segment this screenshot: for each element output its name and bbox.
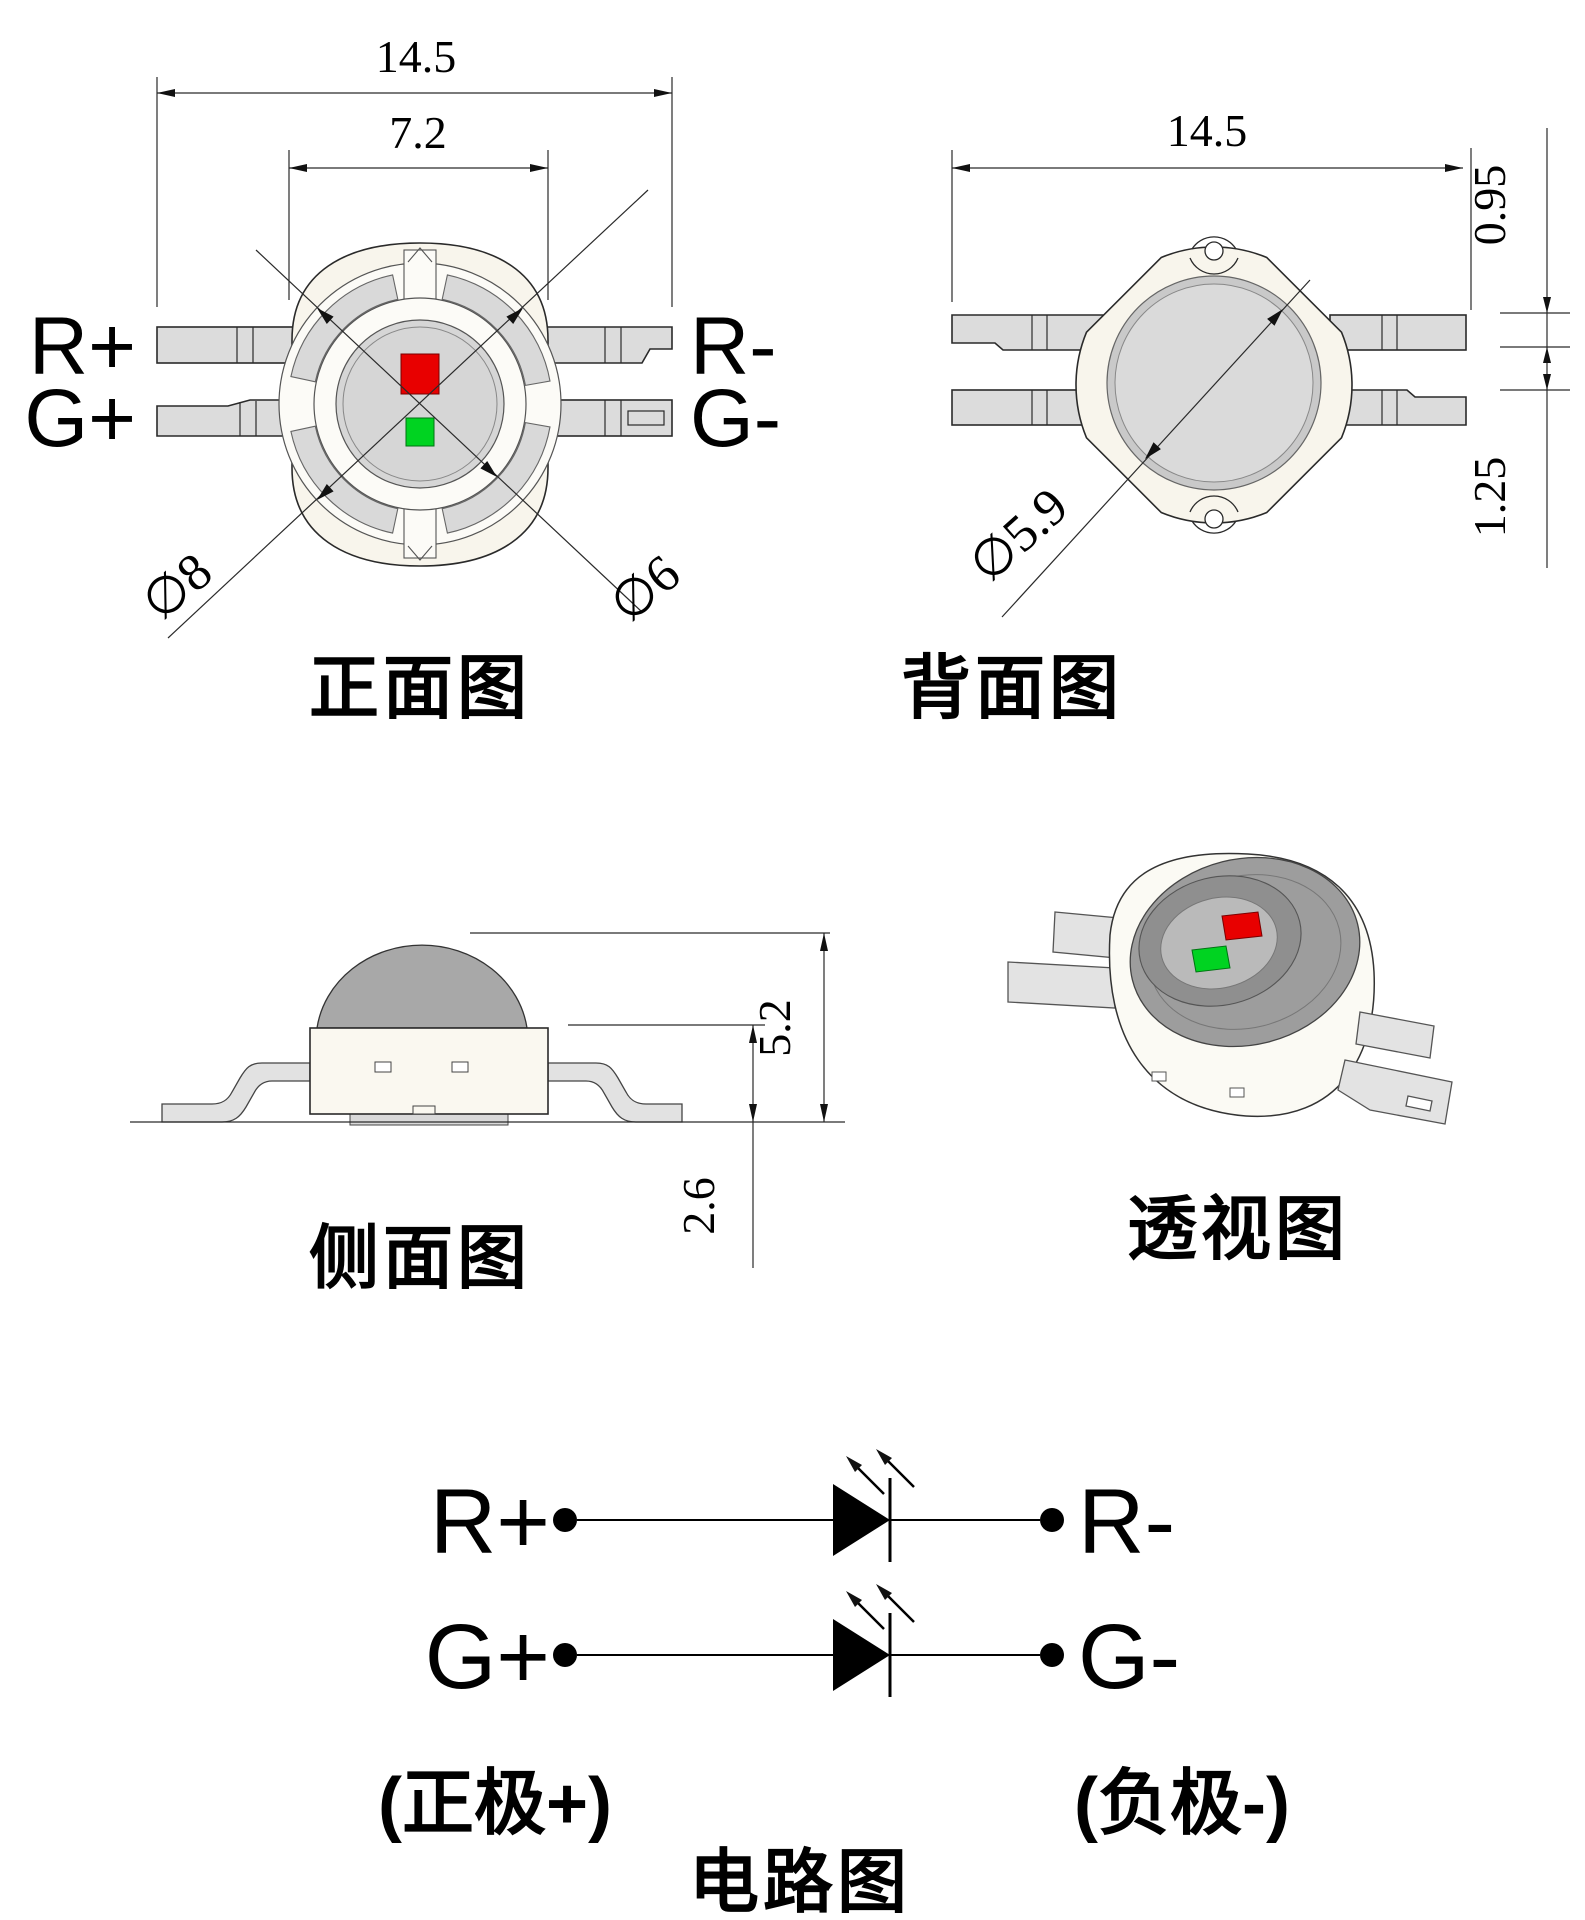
side-dimension-lines	[130, 932, 845, 1268]
circuit-r-anode-label: R+	[430, 1471, 550, 1573]
view-title-circuit: 电路图	[689, 1843, 911, 1920]
green-chip	[405, 417, 435, 447]
mount-ears	[1189, 236, 1239, 534]
view-title-front: 正面图	[309, 649, 531, 727]
heat-slug	[1114, 283, 1314, 483]
red-chip-3d	[1221, 911, 1263, 941]
reflector-petals	[290, 274, 551, 534]
side-slug-bar	[349, 1113, 509, 1126]
front-diameter-leaders	[167, 189, 649, 639]
pin-label-g-minus: G-	[690, 373, 781, 464]
cathode-note: (负极-)	[1074, 1764, 1290, 1844]
front-dimension-lines	[156, 77, 673, 307]
side-view: 5.2 2.6 侧面图	[130, 932, 845, 1297]
side-body-outline	[309, 1027, 549, 1115]
circuit-g-cathode-label: G-	[1078, 1606, 1180, 1708]
led-symbol-green	[833, 1584, 915, 1697]
led-symbol-red	[833, 1449, 915, 1562]
anode-note: (正极+)	[378, 1764, 612, 1844]
view-title-perspective: 透视图	[1127, 1190, 1349, 1268]
side-hole-3d-left	[1151, 1071, 1167, 1082]
body-hole-left	[374, 1061, 392, 1073]
view-title-back: 背面图	[901, 649, 1123, 727]
terminal-dot	[1040, 1508, 1064, 1532]
pin-label-r-plus: R+	[29, 301, 136, 392]
circuit-g-anode-label: G+	[425, 1606, 550, 1708]
perspective-leads-right	[1337, 1011, 1453, 1125]
lead-gap-label: 1.25	[1464, 457, 1515, 538]
body-notch	[412, 1105, 436, 1115]
lead-thickness-label: 0.95	[1464, 165, 1515, 246]
perspective-view: 透视图	[1007, 852, 1453, 1268]
back-dimension-lines	[951, 128, 1570, 568]
terminal-dot	[553, 1643, 577, 1667]
slug-diameter-label: ∅5.9	[959, 478, 1079, 594]
cup-diameter-label: ∅6	[600, 545, 691, 634]
front-inner-width-label: 7.2	[389, 107, 447, 158]
green-chip-3d	[1191, 945, 1231, 973]
red-chip	[400, 353, 440, 395]
terminal-dot	[553, 1508, 577, 1532]
ring-diameter-label: ∅8	[132, 543, 223, 632]
pin-label-r-minus: R-	[690, 301, 777, 392]
side-hole-3d-right	[1229, 1087, 1245, 1098]
front-view: 14.5 7.2	[24, 31, 781, 727]
front-total-width-label: 14.5	[376, 31, 457, 82]
lead-r-minus	[534, 326, 673, 364]
body-height-label: 2.6	[673, 1177, 724, 1235]
pin-label-g-plus: G+	[24, 373, 136, 464]
total-height-label: 5.2	[749, 999, 800, 1057]
back-total-width-label: 14.5	[1167, 105, 1248, 156]
view-title-side: 侧面图	[309, 1219, 531, 1297]
circuit-diagram: R+ R- G+ G- (正极+) (负极-) 电	[378, 1449, 1290, 1920]
back-view: 14.5 0.95 1.25	[901, 105, 1570, 727]
circuit-r-cathode-label: R-	[1078, 1471, 1175, 1573]
slug-diameter-leader	[1001, 279, 1311, 618]
lead-slot	[627, 410, 665, 426]
terminal-dot	[1040, 1643, 1064, 1667]
dome-lens	[316, 944, 528, 1029]
body-hole-right	[451, 1061, 469, 1073]
